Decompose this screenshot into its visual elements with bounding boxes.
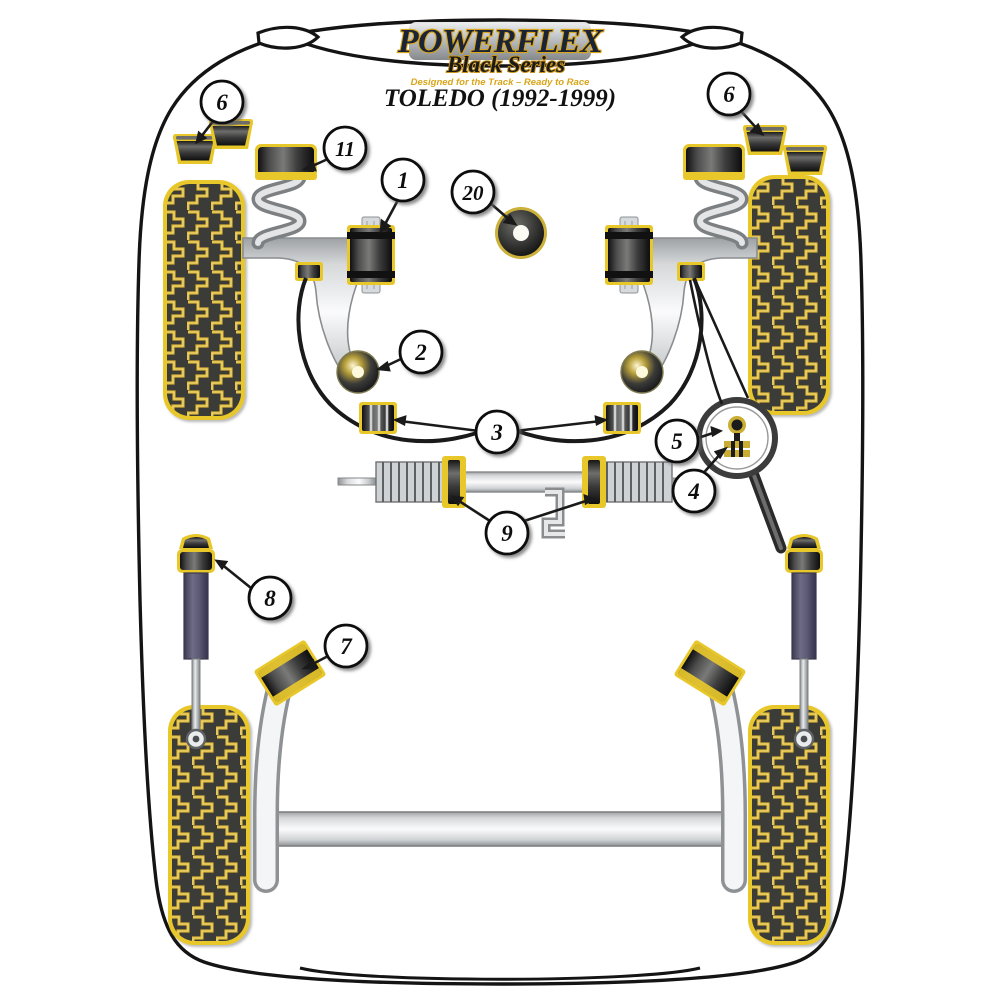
callout-circle <box>322 125 368 171</box>
callout-circle <box>671 468 717 514</box>
wishbone-front-bush-right <box>605 216 653 294</box>
callout-circle <box>474 409 520 455</box>
callout-rear-shock-absorber-top-mount[interactable]: 8 <box>247 575 293 621</box>
brand-tagline: Designed for the Track – Ready to Race <box>411 77 591 88</box>
front-wishbone-right <box>620 237 758 394</box>
wheel-rear-right <box>748 705 830 945</box>
front-wishbone-left <box>242 237 380 394</box>
front-coil-spring-left <box>251 170 307 250</box>
top-mount-bush-left-a <box>173 134 217 164</box>
brand-name: POWERFLEX <box>397 23 604 60</box>
callout-front-wishbone-front-bush[interactable]: 1 <box>380 157 426 203</box>
top-mount-bush-right-a <box>743 125 787 155</box>
callout-number: 3 <box>490 420 503 445</box>
wheel-front-left <box>163 180 245 420</box>
detail-magnifier <box>696 397 787 554</box>
anti-roll-bar-bush-right <box>603 402 641 434</box>
front-spring-top-mount-right <box>683 144 745 180</box>
callout-front-anti-roll-bar-link-bush[interactable]: 4 <box>671 468 717 514</box>
top-mount-bush-right-b <box>783 145 827 175</box>
callout-circle <box>706 71 752 117</box>
callout-front-wishbone-rear-bush[interactable]: 2 <box>398 329 444 375</box>
callout-number: 4 <box>687 479 700 504</box>
steering-rack-bush-right <box>582 456 606 508</box>
callout-front-top-mount-bush-left[interactable]: 6 <box>199 79 245 125</box>
magnifier-leader-lines <box>688 279 750 405</box>
callout-number: 1 <box>397 168 409 193</box>
anti-roll-bar-bush-left <box>359 402 397 434</box>
rear-axle-beam <box>261 811 739 847</box>
callout-steering-rack-mount-bush[interactable]: 9 <box>484 510 530 556</box>
callout-rear-beam-mounting-bush[interactable]: 7 <box>323 623 369 669</box>
callout-number: 5 <box>671 429 683 454</box>
rear-shock-absorber-left <box>177 534 215 750</box>
brand-series: Black Series <box>446 52 565 77</box>
callout-circle <box>323 623 369 669</box>
callout-universal-bush-washer[interactable]: 20 <box>450 169 496 215</box>
rear-shock-absorber-right <box>785 534 823 750</box>
callout-number: 2 <box>414 340 427 365</box>
callout-circle <box>484 510 530 556</box>
wishbone-front-bush-left <box>347 216 395 294</box>
callout-number: 6 <box>216 90 228 115</box>
callout-number: 6 <box>723 82 735 107</box>
callout-number: 20 <box>462 181 485 205</box>
callout-circle <box>247 575 293 621</box>
callout-number: 9 <box>501 521 513 546</box>
brand-logo: POWERFLEX Black Series Designed for the … <box>396 22 606 88</box>
callout-circle <box>450 169 496 215</box>
callout-circle <box>380 157 426 203</box>
callout-circle <box>199 79 245 125</box>
callout-circle <box>654 418 700 464</box>
steering-rack-bush-left <box>442 456 466 508</box>
callout-bubbles: 1 2 3 45 6 6 7 8 9 11 20 <box>199 71 752 669</box>
callout-number: 8 <box>264 586 276 611</box>
top-mount-bush-left-b <box>209 119 253 149</box>
callout-front-link-top-bush[interactable]: 5 <box>654 418 700 464</box>
front-coil-spring-right <box>693 170 749 250</box>
callout-front-anti-roll-bar-bush[interactable]: 3 <box>474 409 520 455</box>
wheel-rear-left <box>168 705 250 945</box>
page-title: TOLEDO (1992-1999) <box>384 85 616 112</box>
callout-circle <box>398 329 444 375</box>
steering-rack <box>337 456 709 539</box>
callout-leaders <box>195 109 765 670</box>
wheel-front-right <box>748 175 830 415</box>
callout-number: 11 <box>335 137 355 161</box>
callout-front-spring-top-mount[interactable]: 11 <box>322 125 368 171</box>
callout-front-top-mount-bush-right[interactable]: 6 <box>706 71 752 117</box>
front-spring-top-mount-left <box>255 144 317 180</box>
callout-number: 7 <box>340 634 353 659</box>
